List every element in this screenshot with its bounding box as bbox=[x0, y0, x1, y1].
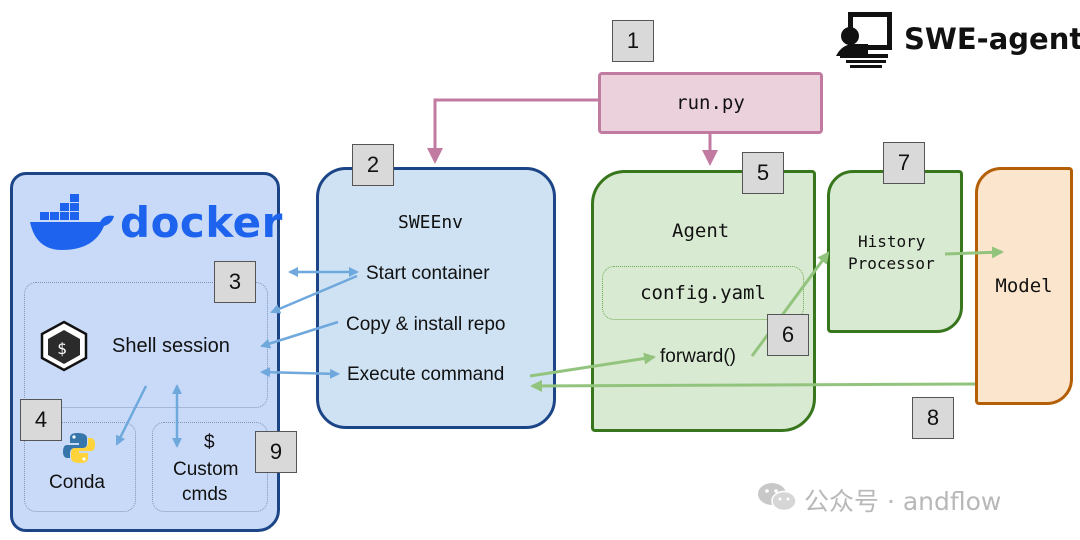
docker-whale-icon bbox=[30, 194, 114, 250]
sweenv-item-start-container: Start container bbox=[366, 263, 490, 284]
custom-cmds-line2: cmds bbox=[182, 484, 228, 505]
conda-area bbox=[24, 422, 136, 512]
bash-terminal-icon: $ bbox=[40, 320, 88, 372]
step-number-9: 9 bbox=[255, 431, 297, 473]
docker-logo: docker bbox=[28, 190, 282, 260]
step-number-2: 2 bbox=[352, 144, 394, 186]
forward-label: forward() bbox=[660, 346, 737, 367]
model-box: Model bbox=[975, 167, 1073, 405]
sweenv-box bbox=[316, 167, 556, 429]
model-to-execute-arrow bbox=[530, 379, 976, 392]
custom-cmds-line1: Custom bbox=[173, 459, 239, 480]
copy-install-repo-arrow bbox=[260, 320, 339, 349]
docker-logo-text: docker bbox=[120, 198, 283, 247]
svg-text:$: $ bbox=[57, 339, 67, 358]
watermark: 公众号 · andflow bbox=[756, 478, 1056, 516]
execute-command-arrow bbox=[260, 367, 340, 379]
config-yaml-area: config.yaml bbox=[602, 266, 804, 320]
sweenv-item-execute-command: Execute command bbox=[347, 364, 505, 385]
step-number-7: 7 bbox=[883, 142, 925, 184]
agent-title: Agent bbox=[672, 220, 730, 242]
step-number-1: 1 bbox=[612, 20, 654, 62]
step-number-8: 8 bbox=[912, 397, 954, 439]
config-yaml-label: config.yaml bbox=[640, 282, 766, 304]
step-number-5: 5 bbox=[742, 152, 784, 194]
hacker-at-laptop-icon bbox=[836, 12, 892, 68]
history-to-model-arrow bbox=[944, 246, 1004, 259]
shell-session-label: Shell session bbox=[112, 335, 230, 357]
watermark-text: 公众号 · andflow bbox=[804, 487, 1002, 516]
step-number-4: 4 bbox=[20, 399, 62, 441]
python-icon bbox=[63, 433, 95, 463]
conda-label: Conda bbox=[49, 472, 105, 493]
step-number-3: 3 bbox=[214, 261, 256, 303]
run-to-agent-arrow bbox=[702, 134, 718, 166]
custom-cmds-dollar: $ bbox=[204, 432, 215, 453]
sweenv-title: SWEEnv bbox=[398, 212, 464, 233]
model-label: Model bbox=[995, 275, 1053, 297]
forward-to-history-arrow bbox=[750, 251, 830, 357]
run-to-sweenv-arrow bbox=[427, 98, 598, 164]
start-container-to-shell-arrow bbox=[270, 274, 358, 314]
shell-to-conda-arrow bbox=[115, 385, 148, 446]
run-py-box: run.py bbox=[598, 72, 823, 134]
sweenv-item-copy-install-repo: Copy & install repo bbox=[346, 314, 506, 335]
history-processor-line2: Processor bbox=[848, 254, 935, 273]
step-number-6: 6 bbox=[767, 314, 809, 356]
agent-box bbox=[591, 170, 816, 432]
swe-agent-title: SWE-agent bbox=[904, 22, 1080, 56]
history-processor-line1: History bbox=[858, 232, 926, 251]
swe-agent-logo: SWE-agent bbox=[832, 10, 1080, 70]
wechat-icon bbox=[758, 483, 797, 512]
execute-to-forward-arrow bbox=[529, 352, 656, 378]
run-py-label: run.py bbox=[676, 92, 745, 114]
